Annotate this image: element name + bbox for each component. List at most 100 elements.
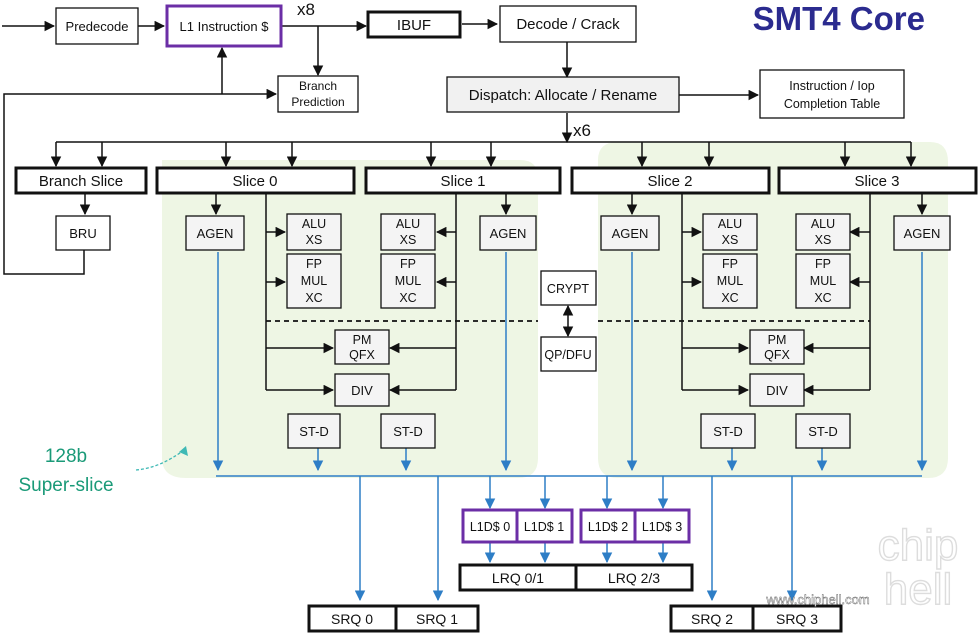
l1d-cache-1: L1D$ 1 <box>515 508 574 544</box>
srq-0-label: SRQ 0 <box>331 611 373 627</box>
fp-label-line3: XC <box>399 291 416 305</box>
slice2-label: Slice 2 <box>647 173 692 190</box>
fp-label-line1: FP <box>306 257 322 271</box>
superslice-pointer-arrowhead <box>179 446 188 456</box>
slice1-header: Slice 1 <box>364 166 562 195</box>
superslice-pointer-arrow <box>135 449 185 471</box>
st-d-block-slice0: ST-D <box>287 413 341 449</box>
lrq-0-1-label: LRQ 0/1 <box>492 570 544 586</box>
fp-mul-block-slice1: FP MUL XC <box>380 253 436 309</box>
div-label: DIV <box>351 383 373 398</box>
predecode-label: Predecode <box>66 19 129 34</box>
srq-3: SRQ 3 <box>751 604 843 633</box>
completion-table-line1: Instruction / Iop <box>789 79 875 93</box>
agen-label: AGEN <box>612 226 649 241</box>
branch-prediction-line2: Prediction <box>291 95 344 109</box>
alu-label-line2: XS <box>722 233 739 247</box>
bru-block: BRU <box>55 215 111 251</box>
l1-instruction-cache-label: L1 Instruction $ <box>180 19 270 34</box>
pm-label-line2: QFX <box>349 348 375 362</box>
fp-mul-block-slice0: FP MUL XC <box>286 253 342 309</box>
superslice-label-line2: Super-slice <box>18 475 113 496</box>
alu-label-line1: ALU <box>811 217 835 231</box>
l1d-cache-0: L1D$ 0 <box>461 508 519 544</box>
fp-label-line1: FP <box>815 257 831 271</box>
ibuf-label: IBUF <box>397 17 431 34</box>
fp-mul-block-slice3: FP MUL XC <box>795 253 851 309</box>
slice0-label: Slice 0 <box>232 173 277 190</box>
superslice-right-region <box>598 142 948 478</box>
branch-slice-label: Branch Slice <box>39 173 123 190</box>
qp-dfu-block: QP/DFU <box>540 336 597 372</box>
st-d-block-slice3: ST-D <box>795 413 851 449</box>
st-d-label: ST-D <box>713 424 743 439</box>
agen-block-slice2: AGEN <box>600 215 660 251</box>
svg-text:chip: chip <box>878 521 959 570</box>
div-label: DIV <box>766 383 788 398</box>
alu-label-line2: XS <box>815 233 832 247</box>
div-block-right: DIV <box>749 373 805 407</box>
pm-label-line1: PM <box>353 333 372 347</box>
fp-label-line3: XC <box>814 291 831 305</box>
l1d-cache-3-label: L1D$ 3 <box>642 520 682 534</box>
fp-label-line2: MUL <box>717 274 743 288</box>
agen-label: AGEN <box>197 226 234 241</box>
completion-table-block: Instruction / Iop Completion Table <box>759 69 905 119</box>
alu-label-line1: ALU <box>718 217 742 231</box>
fp-label-line1: FP <box>400 257 416 271</box>
alu-label-line1: ALU <box>302 217 326 231</box>
alu-xs-block-slice2: ALU XS <box>702 213 758 251</box>
pm-label-line2: QFX <box>764 348 790 362</box>
fp-label-line2: MUL <box>395 274 421 288</box>
srq-2-label: SRQ 2 <box>691 611 733 627</box>
lrq-2-3: LRQ 2/3 <box>574 563 694 592</box>
crypt-block: CRYPT <box>540 270 597 306</box>
slice3-label: Slice 3 <box>854 173 899 190</box>
dispatch-block: Dispatch: Allocate / Rename <box>446 76 680 113</box>
agen-block-slice0: AGEN <box>185 215 245 251</box>
agen-block-slice3: AGEN <box>893 215 951 251</box>
watermark-url: www.chiphell.com <box>765 592 869 607</box>
alu-label-line2: XS <box>306 233 323 247</box>
fp-label-line2: MUL <box>301 274 327 288</box>
l1d-cache-0-label: L1D$ 0 <box>470 520 510 534</box>
slice2-header: Slice 2 <box>570 166 771 195</box>
srq-2: SRQ 2 <box>669 604 755 633</box>
div-block-left: DIV <box>334 373 390 407</box>
qp-dfu-label: QP/DFU <box>544 348 591 362</box>
fp-label-line3: XC <box>305 291 322 305</box>
st-d-label: ST-D <box>299 424 329 439</box>
chiphell-watermark-logo: chip hell <box>877 520 959 614</box>
dispatch-width-label: x6 <box>573 121 591 140</box>
fp-label-line2: MUL <box>810 274 836 288</box>
st-d-label: ST-D <box>393 424 423 439</box>
fp-mul-block-slice2: FP MUL XC <box>702 253 758 309</box>
svg-text:hell: hell <box>884 565 953 614</box>
predecode-block: Predecode <box>55 7 139 45</box>
l1d-cache-2: L1D$ 2 <box>579 508 637 544</box>
st-d-block-slice2: ST-D <box>700 413 756 449</box>
crypt-label: CRYPT <box>547 282 590 296</box>
lrq-0-1: LRQ 0/1 <box>458 563 578 592</box>
fetch-width-label: x8 <box>297 0 315 19</box>
alu-xs-block-slice1: ALU XS <box>380 213 436 251</box>
slice1-label: Slice 1 <box>440 173 485 190</box>
alu-label-line1: ALU <box>396 217 420 231</box>
ibuf-block: IBUF <box>366 10 462 39</box>
bru-label: BRU <box>69 226 96 241</box>
srq-1: SRQ 1 <box>394 604 480 633</box>
pm-label-line1: PM <box>768 333 787 347</box>
dispatch-label: Dispatch: Allocate / Rename <box>469 87 657 104</box>
alu-xs-block-slice0: ALU XS <box>286 213 342 251</box>
l1d-cache-2-label: L1D$ 2 <box>588 520 628 534</box>
fp-label-line3: XC <box>721 291 738 305</box>
diagram-title: SMT4 Core <box>753 0 925 37</box>
srq-0: SRQ 0 <box>307 604 398 633</box>
fp-label-line1: FP <box>722 257 738 271</box>
branch-slice-header: Branch Slice <box>14 166 148 195</box>
l1-instruction-cache-block: L1 Instruction $ <box>165 4 283 48</box>
slice3-header: Slice 3 <box>777 166 978 195</box>
srq-3-label: SRQ 3 <box>776 611 818 627</box>
pm-qfx-block-left: PM QFX <box>334 329 390 365</box>
